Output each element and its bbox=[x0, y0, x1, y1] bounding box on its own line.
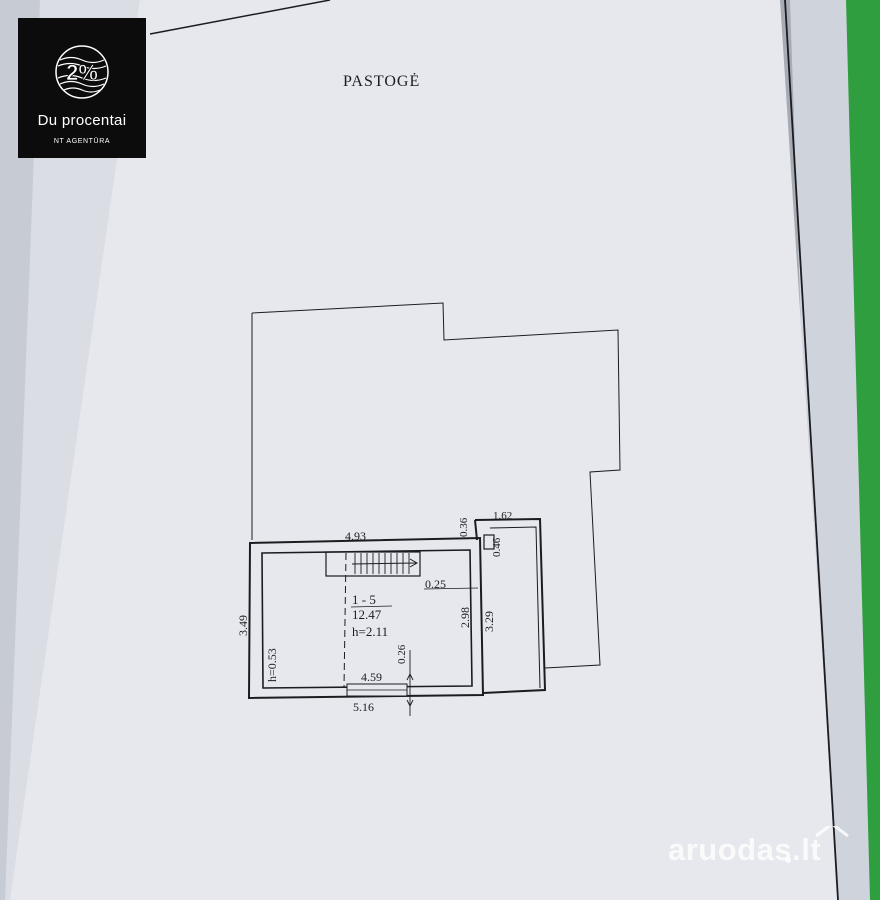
roof-outline bbox=[251, 302, 621, 669]
dim-right-small: 0.46 bbox=[491, 537, 503, 557]
dim-outer-width: 5.16 bbox=[353, 700, 374, 714]
logo-brand: Du procentai bbox=[37, 112, 127, 129]
aruodas-watermark: aruodas.lt bbox=[668, 826, 868, 876]
dim-right-height: 3.29 bbox=[482, 611, 496, 632]
watermark-text: aruodas.lt bbox=[668, 832, 822, 867]
plan-title: PASTOGĖ bbox=[343, 72, 420, 90]
agency-logo: 2% Du procentai NT AGENTŪRA bbox=[18, 18, 146, 158]
stairs bbox=[325, 551, 421, 577]
frame-top-line bbox=[149, 0, 331, 35]
door-opening bbox=[346, 650, 414, 716]
house-roof-icon bbox=[785, 826, 849, 863]
paper bbox=[5, 0, 838, 900]
opening-dim-line bbox=[423, 587, 479, 590]
room-label-divider bbox=[350, 605, 393, 608]
room-id: 1 - 5 bbox=[352, 592, 376, 607]
dim-top-width: 4.93 bbox=[345, 529, 366, 543]
paper-shadow bbox=[0, 0, 140, 900]
dim-right-width: 1.62 bbox=[493, 510, 512, 522]
dim-door: 0.26 bbox=[396, 644, 408, 664]
logo-subtitle: NT AGENTŪRA bbox=[53, 138, 111, 145]
room-height: h=2.11 bbox=[352, 624, 388, 639]
room-left-height: h=0.53 bbox=[265, 648, 279, 682]
frame-right-line bbox=[784, 0, 839, 900]
logo-number: 2% bbox=[66, 60, 98, 85]
dim-left-height: 3.49 bbox=[236, 615, 250, 636]
height-limit-line bbox=[343, 552, 347, 689]
dim-opening: 0.25 bbox=[425, 577, 446, 591]
dim-inner-height: 2.98 bbox=[458, 607, 472, 628]
right-page-edge bbox=[790, 0, 870, 900]
room-area: 12.47 bbox=[352, 607, 382, 622]
wave-circle-icon: 2% bbox=[55, 45, 109, 99]
dim-top-gap: 0.36 bbox=[458, 517, 470, 537]
dim-inner-width: 4.59 bbox=[361, 670, 382, 684]
room-walls bbox=[247, 517, 547, 700]
